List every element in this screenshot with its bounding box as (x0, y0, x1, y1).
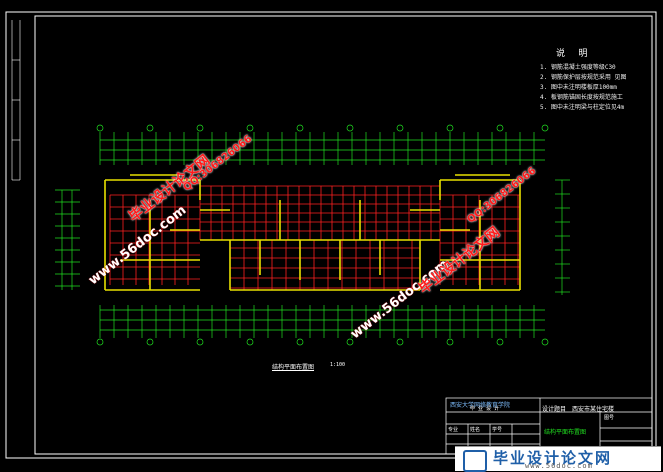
title-block-sheet-label: 图号 (604, 415, 615, 421)
axis-bubble (446, 124, 454, 132)
axis-bubble (541, 338, 549, 346)
axis-bubble (196, 338, 204, 346)
axis-bubble (246, 124, 254, 132)
axis-bubble (96, 124, 104, 132)
title-block-project: 西安市某住宅楼 (572, 406, 615, 413)
axis-bubble (496, 124, 504, 132)
footer-banner: 毕业设计论文网 www.56doc.com (455, 446, 661, 472)
title-block-row-label: 专业 (448, 427, 459, 433)
axis-bubble (541, 124, 549, 132)
axis-bubble (346, 338, 354, 346)
axis-bubble (396, 124, 404, 132)
axis-bubble (346, 124, 354, 132)
title-block-row-label: 学号 (492, 427, 503, 433)
title-block-school: 西安大学网络教育学院 (450, 402, 511, 409)
axis-bubble (396, 338, 404, 346)
wall-outline-yellow (104, 174, 521, 291)
axis-bubble (146, 338, 154, 346)
title-block-drawing-name: 结构平面布置图 (544, 429, 587, 436)
plan-title: 结构平面布置图 (272, 364, 315, 371)
note-item: 2. 钢筋保护层按规范采用 见图 (540, 74, 627, 81)
note-item: 3. 图中未注明楼板厚100mm (540, 84, 617, 91)
footer-url: www.56doc.com (525, 462, 593, 470)
drawing-border-outer (5, 11, 657, 459)
note-item: 4. 板钢筋锚固长度按规范施工 (540, 94, 623, 101)
axis-bubble (246, 338, 254, 346)
title-block (445, 397, 653, 455)
title-block-subject: 毕 业 设 计 (470, 406, 500, 412)
title-block-project-label: 设计题目 (542, 406, 567, 413)
axis-bubble (196, 124, 204, 132)
axis-bubble (296, 338, 304, 346)
note-item: 1. 钢筋混凝土强度等级C30 (540, 64, 616, 71)
axis-bubble (296, 124, 304, 132)
axis-bubble (446, 338, 454, 346)
plan-scale: 1:100 (330, 362, 346, 368)
axis-bubble (496, 338, 504, 346)
footer-brand: 毕业设计论文网 (493, 449, 613, 467)
binding-strip (11, 20, 21, 181)
notes-title: 说 明 (556, 49, 592, 59)
slab-grid-red (109, 185, 520, 290)
brand-logo-icon (463, 450, 487, 472)
note-item: 5. 图中未注明梁与柱定位见4m (540, 104, 625, 111)
dimension-lines-green (55, 124, 570, 346)
drawing-border-inner (34, 15, 653, 455)
title-block-row-label: 姓名 (470, 427, 481, 433)
axis-bubble (146, 124, 154, 132)
axis-bubble (96, 338, 104, 346)
